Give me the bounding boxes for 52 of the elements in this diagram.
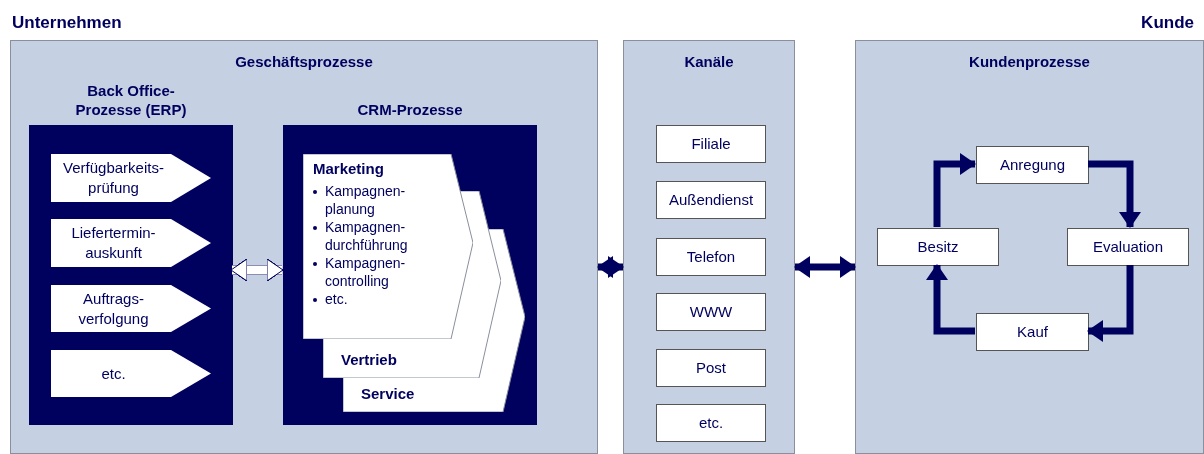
list-item: Kampagnen- planung xyxy=(325,182,407,218)
connector-arrow xyxy=(794,256,856,278)
process-box xyxy=(976,313,1089,351)
panel-heading: Kundenprozesse xyxy=(969,52,1090,72)
connector-arrow xyxy=(597,256,624,278)
card-title: Service xyxy=(361,385,415,402)
process-box xyxy=(877,228,999,266)
box-label: WWW xyxy=(689,301,733,322)
box-label: Evaluation xyxy=(1092,236,1164,257)
list-item: etc. xyxy=(325,290,349,308)
card-title: Vertrieb xyxy=(341,351,397,368)
group-heading: Back Office- Prozesse (ERP) xyxy=(74,81,188,119)
box-label: Filiale xyxy=(691,133,731,154)
connector-arrow xyxy=(1087,265,1134,342)
side-label: Kunde xyxy=(1141,12,1194,34)
column-panel xyxy=(855,40,1204,454)
box-label: Besitz xyxy=(917,236,959,257)
process-label: Auftrags- verfolgung xyxy=(77,288,150,329)
process-card xyxy=(303,154,473,339)
box-label: Post xyxy=(696,357,726,378)
box-label: etc. xyxy=(698,412,724,433)
card-title: Marketing xyxy=(313,160,385,178)
process-label: etc. xyxy=(100,363,127,384)
process-box xyxy=(1067,228,1189,266)
process-arrow-shape xyxy=(51,154,211,202)
list-item: Kampagnen- durchführung xyxy=(325,218,409,254)
panel-heading: Geschäftsprozesse xyxy=(235,52,373,72)
process-box xyxy=(656,125,766,163)
box-label: Außendienst xyxy=(668,189,754,210)
process-arrow-shape xyxy=(51,285,211,332)
process-label: Liefertermin- auskunft xyxy=(70,223,157,263)
process-box xyxy=(656,293,766,331)
box-label: Telefon xyxy=(686,246,736,267)
process-box xyxy=(656,349,766,387)
panel-heading: Kanäle xyxy=(684,52,734,72)
side-label: Unternehmen xyxy=(12,12,122,34)
process-box xyxy=(656,404,766,442)
column-panel xyxy=(623,40,795,454)
connector-arrow xyxy=(933,153,976,227)
group-heading: CRM-Prozesse xyxy=(356,100,464,119)
column-panel xyxy=(10,40,598,454)
box-label: Anregung xyxy=(999,154,1066,175)
process-arrow-shape xyxy=(51,219,211,267)
process-arrow-shape xyxy=(51,350,211,397)
process-box xyxy=(656,238,766,276)
box-label: Kauf xyxy=(1017,321,1048,342)
connector-arrow xyxy=(1088,160,1141,228)
connector-arrow xyxy=(926,264,975,335)
process-box xyxy=(656,181,766,219)
connector-arrow xyxy=(230,258,284,282)
process-label: Verfügbarkeits- prüfung xyxy=(62,158,165,198)
process-box xyxy=(976,146,1089,184)
